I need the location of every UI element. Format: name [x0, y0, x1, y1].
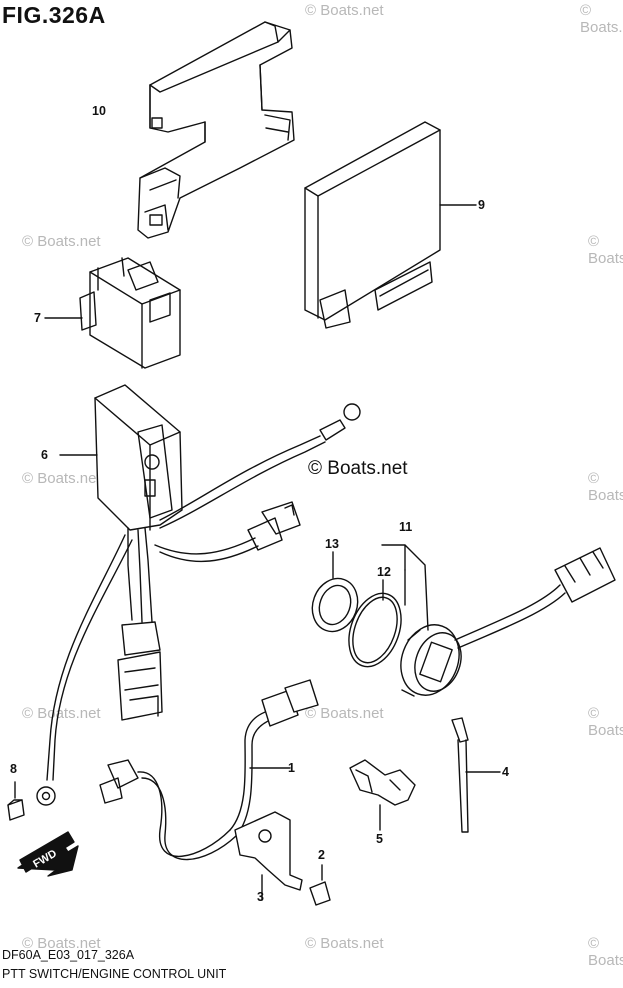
fwd-badge: FWD [17, 831, 79, 877]
watermark: © Boats.net [588, 470, 623, 504]
figure-caption: PTT SWITCH/ENGINE CONTROL UNIT [2, 967, 227, 981]
part-4-cable-tie [451, 717, 501, 833]
part-12-oring [348, 579, 402, 668]
watermark: © Boats.net [588, 705, 623, 739]
part-2-bolt [309, 864, 331, 906]
part-6-harness [36, 384, 361, 806]
watermark: © Boats.net [580, 2, 623, 36]
watermark: © Boats.net [305, 2, 384, 19]
callout-4: 4 [502, 765, 509, 779]
watermark: © Boats.net [22, 470, 101, 487]
watermark: © Boats.net [305, 705, 384, 722]
watermark: © Boats.net [588, 233, 623, 267]
part-9-ecu [304, 121, 477, 329]
part-11-ptt-switch [381, 544, 616, 697]
callout-7: 7 [34, 311, 41, 325]
watermark-main: © Boats.net [308, 458, 408, 479]
watermark: © Boats.net [22, 233, 101, 250]
watermark: © Boats.net [22, 935, 101, 952]
callout-9: 9 [478, 198, 485, 212]
watermark: © Boats.net [22, 705, 101, 722]
callout-3: 3 [257, 890, 264, 904]
callout-8: 8 [10, 762, 17, 776]
part-10-cover [137, 21, 295, 239]
part-13-seal [311, 551, 359, 633]
callout-1: 1 [288, 761, 295, 775]
part-7-relay [44, 257, 181, 369]
callout-12: 12 [377, 565, 391, 579]
watermark: © Boats.net [305, 935, 384, 952]
callout-10: 10 [92, 104, 106, 118]
callout-11: 11 [399, 520, 413, 534]
figure-code: DF60A_E03_017_326A [2, 948, 135, 962]
callout-13: 13 [325, 537, 339, 551]
callout-6: 6 [41, 448, 48, 462]
part-5-clamp [349, 759, 416, 831]
part-8-screw [7, 781, 25, 821]
part-3-bracket [234, 811, 303, 901]
callout-2: 2 [318, 848, 325, 862]
part-1-harness [99, 679, 319, 861]
figure-title: FIG.326A [2, 2, 106, 28]
watermark: © Boats.net [588, 935, 623, 969]
callout-5: 5 [376, 832, 383, 846]
